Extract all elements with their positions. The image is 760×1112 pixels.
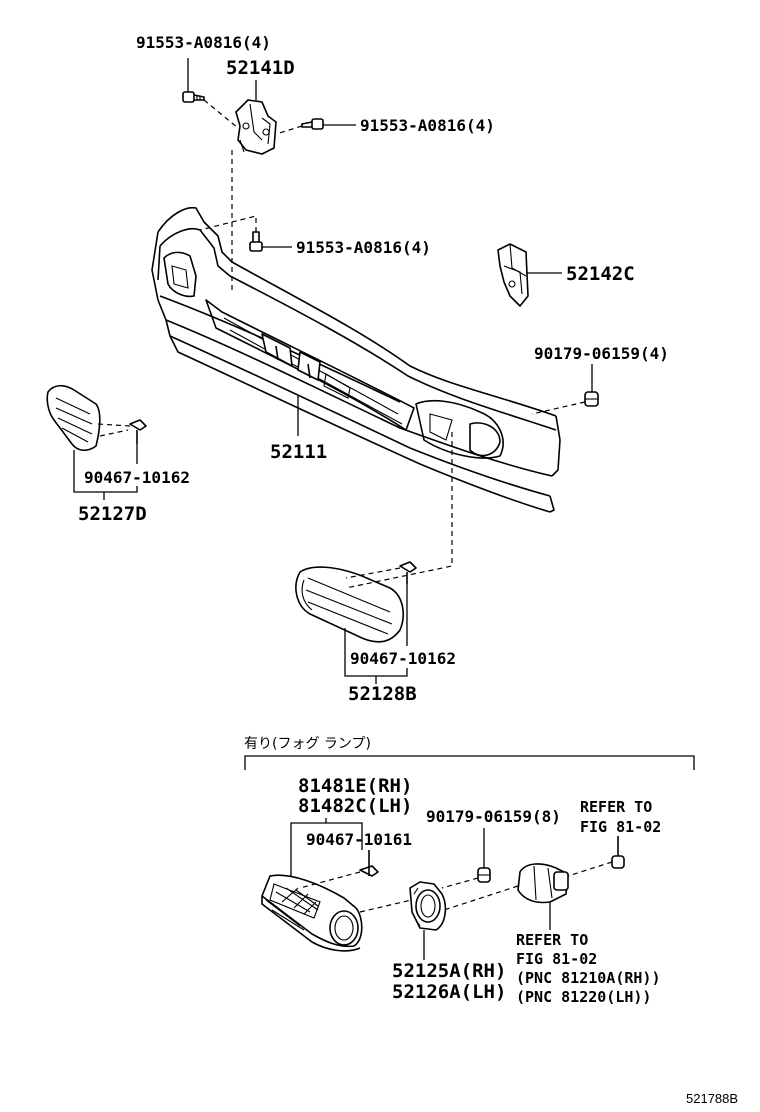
- label-screw-fog: 90467-10161: [306, 830, 412, 849]
- label-diagram-id: 521788B: [686, 1091, 738, 1106]
- dash-fog-grille: [359, 897, 421, 913]
- dash-fog-screw: [299, 871, 361, 889]
- fog-grille-part[interactable]: [261, 874, 363, 952]
- label-pnc-rh: (PNC 81210A(RH)): [516, 969, 661, 987]
- dash-clip-fog: [441, 877, 479, 889]
- label-bracket-lh: 52126A(LH): [392, 981, 506, 1003]
- bracket-52142c-part[interactable]: [497, 243, 529, 307]
- screw-90467-center-part[interactable]: [399, 561, 417, 584]
- bolt-91553-mid-part[interactable]: [249, 231, 263, 252]
- dash-screw-left: [97, 423, 131, 427]
- dash-lamp-bolt: [567, 861, 613, 877]
- label-bracket-right: 52142C: [566, 263, 635, 285]
- clip-90179-fog-part[interactable]: [477, 867, 491, 883]
- label-fog-section: 有り(フォグ ランプ): [244, 736, 371, 752]
- cover-52128b-part[interactable]: [295, 566, 404, 643]
- label-refer-top-2: FIG 81-02: [580, 818, 661, 836]
- label-refer-top-1: REFER TO: [580, 798, 652, 816]
- label-screw-center: 90467-10162: [350, 649, 456, 668]
- label-pnc-lh: (PNC 81220(LH)): [516, 988, 651, 1006]
- dash-screw-center: [345, 567, 401, 579]
- bumper-52111-part[interactable]: [151, 206, 561, 513]
- clip-90179-right-part[interactable]: [584, 391, 599, 407]
- bolt-91553-right-part[interactable]: [301, 118, 324, 130]
- screw-90467-fog-part[interactable]: [359, 850, 379, 877]
- label-clip-right: 90179-06159(4): [534, 344, 669, 363]
- bolt-91553-top-part[interactable]: [182, 91, 205, 103]
- label-bolt-right: 91553-A0816(4): [360, 116, 495, 135]
- label-grille-rh: 81481E(RH): [298, 775, 412, 797]
- bolt-fog-lamp-part[interactable]: [611, 836, 625, 869]
- cover-52127d-part[interactable]: [46, 384, 101, 452]
- fog-section-bracket: [244, 755, 695, 770]
- bracket-line-52127d: [73, 450, 138, 500]
- dash-lamp: [443, 885, 519, 911]
- dash-center-down: [345, 432, 453, 589]
- label-cover-center: 52128B: [348, 683, 417, 705]
- label-screw-left: 90467-10162: [84, 468, 190, 487]
- screw-90467-left-part[interactable]: [129, 419, 147, 444]
- label-grille-lh: 81482C(LH): [298, 795, 412, 817]
- label-bolt-mid: 91553-A0816(4): [296, 238, 431, 257]
- dash-screw-left-2: [99, 429, 129, 437]
- fog-lamp-part[interactable]: [517, 863, 569, 904]
- bracket-line-grille: [290, 818, 363, 876]
- dash-mid-bolt: [199, 215, 257, 232]
- label-bolt-top: 91553-A0816(4): [136, 33, 271, 52]
- dash-bolt-top: [203, 99, 239, 129]
- fog-bracket-part[interactable]: [409, 881, 447, 931]
- bracket-line-52128b: [344, 628, 408, 684]
- label-clip-fog: 90179-06159(8): [426, 807, 561, 826]
- label-bracket-rh: 52125A(RH): [392, 960, 506, 982]
- label-bracket-top: 52141D: [226, 57, 295, 79]
- dash-clip-right: [531, 401, 586, 415]
- label-cover-left: 52127D: [78, 503, 147, 525]
- label-refer-bottom-2: FIG 81-02: [516, 950, 597, 968]
- dash-bolt-right: [275, 125, 303, 135]
- label-bumper: 52111: [270, 441, 327, 463]
- bracket-52141d-part[interactable]: [235, 99, 277, 155]
- label-refer-bottom-1: REFER TO: [516, 931, 588, 949]
